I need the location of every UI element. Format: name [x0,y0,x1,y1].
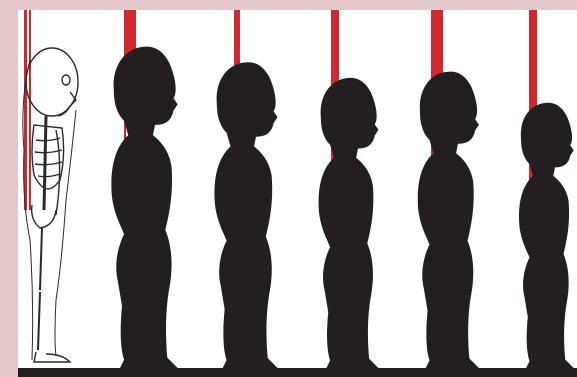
spine [44,116,46,210]
ground-band [18,368,577,377]
plumb-line [29,10,31,210]
background-panel [18,10,577,377]
plumb-line [24,10,27,210]
